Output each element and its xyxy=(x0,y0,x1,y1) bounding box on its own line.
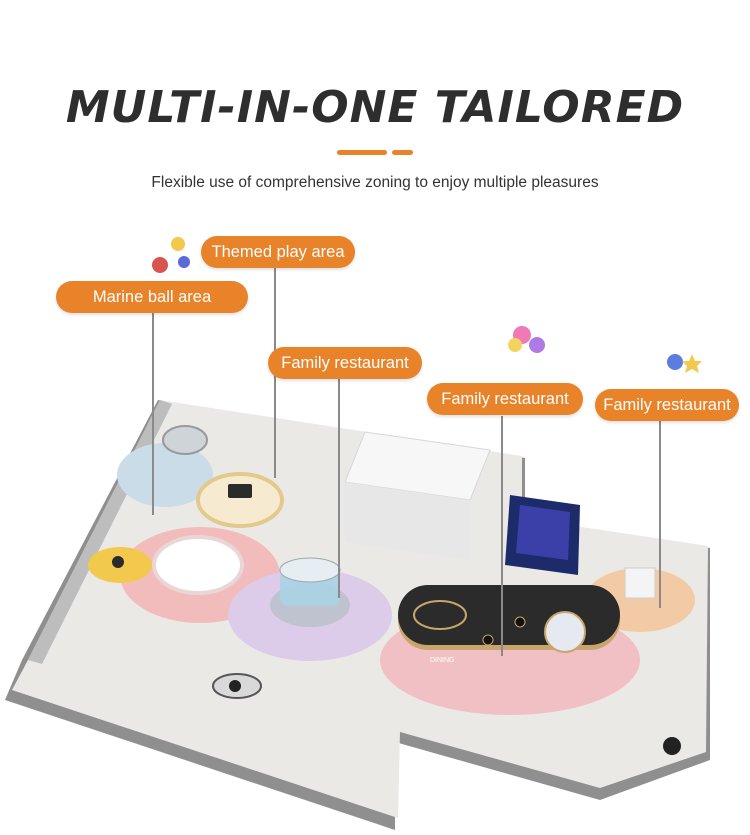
dining-counter-top xyxy=(398,585,620,645)
callout-family-restaurant-1: Family restaurant xyxy=(268,347,422,379)
balloon-purple xyxy=(529,337,545,353)
leader-line-family-1 xyxy=(338,378,340,598)
entrance-dot xyxy=(229,680,241,692)
balloon-dog-yellow xyxy=(171,237,185,251)
boat-window xyxy=(112,556,124,568)
callout-themed-play-area: Themed play area xyxy=(201,236,355,268)
corner-dot xyxy=(663,737,681,755)
balloon-blue xyxy=(667,354,683,370)
callout-marine-ball-area: Marine ball area xyxy=(56,281,248,313)
carousel-top xyxy=(279,557,341,583)
ball-pit-ring xyxy=(162,425,208,455)
balloon-dog-red xyxy=(152,257,168,273)
themed-screen xyxy=(228,484,252,498)
callout-family-restaurant-3: Family restaurant xyxy=(595,389,739,421)
counter-dome xyxy=(544,611,586,653)
balloon-dog-blue xyxy=(178,256,190,268)
page-subtitle: Flexible use of comprehensive zoning to … xyxy=(151,174,599,191)
round-table-left xyxy=(152,535,244,595)
space-dome-glow xyxy=(516,505,570,560)
counter-hole-2 xyxy=(514,616,526,628)
title-divider-long xyxy=(337,150,387,155)
counter-hole-1 xyxy=(482,634,494,646)
themed-ring xyxy=(196,472,284,528)
counter-ring-left xyxy=(413,600,467,630)
dining-sign: DINING xyxy=(430,657,455,664)
balloon-star xyxy=(682,354,702,373)
leader-line-marine xyxy=(152,310,154,515)
leader-line-family-2 xyxy=(501,416,503,656)
title-divider-short xyxy=(392,150,413,155)
page-title: MULTI-IN-ONE TAILORED xyxy=(65,82,685,133)
balloon-yellow xyxy=(508,338,522,352)
white-building-front xyxy=(345,482,470,560)
callout-family-restaurant-2: Family restaurant xyxy=(427,383,583,415)
floor-plan-illustration: DINING xyxy=(5,237,710,830)
right-booth xyxy=(624,567,656,599)
ball-pit xyxy=(117,443,213,507)
leader-line-family-3 xyxy=(659,420,661,608)
